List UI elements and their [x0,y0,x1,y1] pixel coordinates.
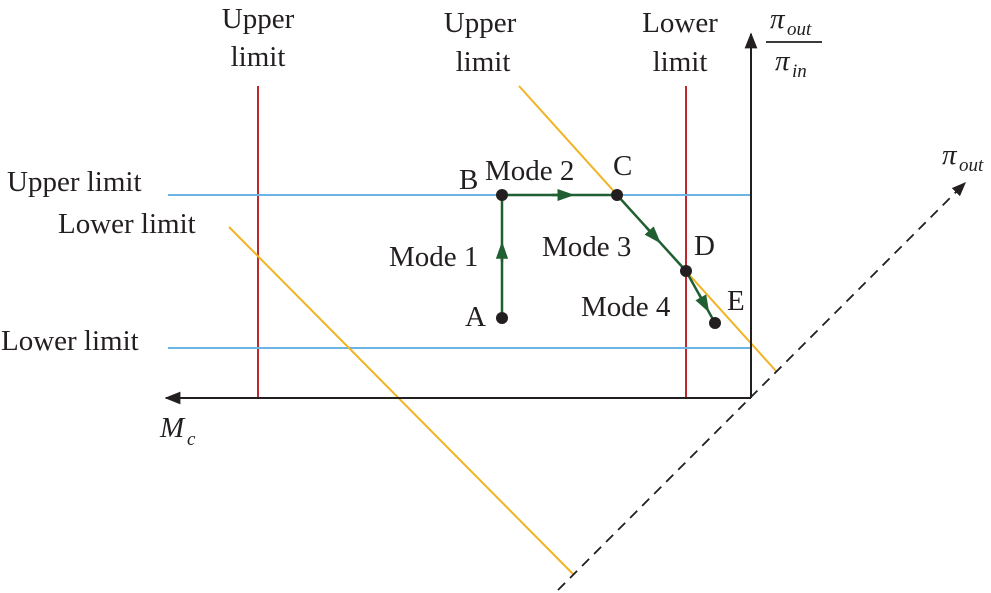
point-d-marker [680,265,692,277]
y-axis-label: π out π in [766,3,822,82]
orange-lower-limit-line [228,226,574,575]
x-axis-label: M c [159,412,196,450]
y-axis-numerator-symbol: π [770,3,786,35]
z-axis-symbol: π [942,139,958,171]
point-a-label: A [465,301,486,333]
point-e-label: E [727,285,745,317]
point-d-label: D [694,230,715,262]
mode-1-label: Mode 1 [389,241,478,273]
arrow-mode-3 [644,226,661,244]
mode-3-label: Mode 3 [542,231,631,263]
z-axis [557,181,967,591]
operating-path [495,188,717,324]
arrow-mode-4 [695,293,710,313]
x-axis-symbol: M [159,412,186,444]
orange-upper-limit-label-line1: Upper [444,7,517,39]
y-axis-numerator-subscript: out [787,19,812,40]
red-upper-limit-label-line1: Upper [222,3,295,35]
y-axis-denominator-subscript: in [792,61,807,82]
point-b-label: B [459,164,478,196]
blue-lower-limit-label: Lower limit [1,325,139,357]
red-lower-limit-label-line2: limit [653,46,708,78]
blue-upper-limit-label: Upper limit [7,166,142,198]
red-lower-limit-label-line1: Lower [642,7,718,39]
point-a-marker [496,312,508,324]
z-axis-subscript: out [959,155,984,176]
point-b-marker [496,189,508,201]
point-e-marker [709,317,721,329]
mode-4-label: Mode 4 [581,291,671,323]
mode-2-label: Mode 2 [485,155,574,187]
y-axis-denominator-symbol: π [775,45,791,77]
point-c-label: C [613,150,632,182]
orange-lower-limit-label: Lower limit [58,208,196,240]
z-axis-label: π out [942,139,984,176]
orange-upper-limit-label-line2: limit [456,46,511,78]
point-c-marker [611,189,623,201]
red-upper-limit-label-line2: limit [231,41,286,73]
x-axis-subscript: c [187,429,196,450]
